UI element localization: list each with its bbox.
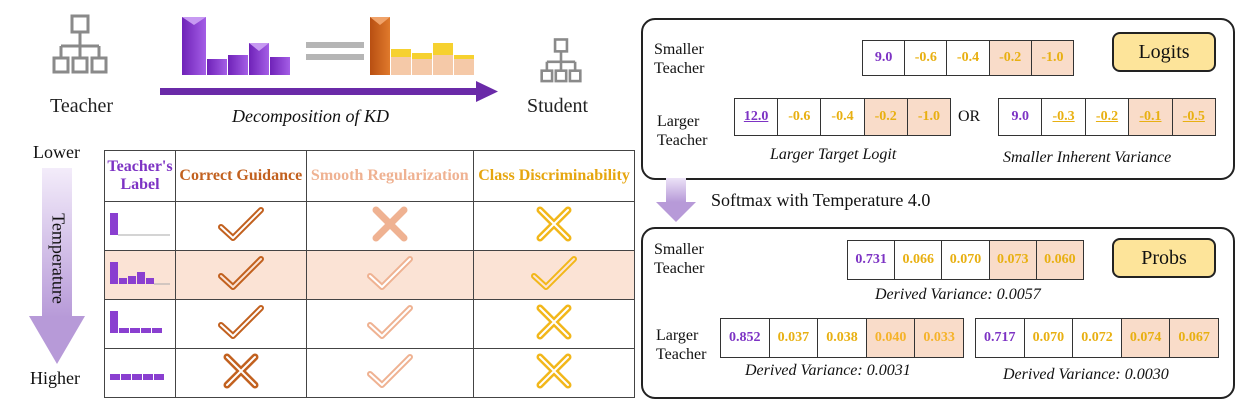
softmax-arrow	[656, 178, 696, 222]
logit-cell: -0.1	[1129, 99, 1173, 135]
probs-smaller-teacher-row: 0.731 0.066 0.070 0.073 0.060	[847, 240, 1084, 280]
logit-cell: 9.0	[999, 99, 1043, 135]
logit-cell: -1.0	[907, 99, 951, 135]
softmax-label: Softmax with Temperature 4.0	[711, 190, 931, 210]
smooth-regularization-check-icon	[305, 348, 475, 398]
prob-cell: 0.038	[818, 319, 867, 357]
logits-larger-teacher-label: Larger Teacher	[657, 113, 708, 149]
logit-cell: -0.2	[989, 41, 1032, 75]
or-label: OR	[958, 108, 981, 125]
larger-target-logit-caption: Larger Target Logit	[770, 146, 897, 163]
label-shape-uniform	[104, 348, 176, 398]
smaller-inherent-variance-caption: Smaller Inherent Variance	[1003, 149, 1172, 166]
table-row	[104, 299, 635, 349]
class-discriminability-cross-icon	[473, 299, 635, 349]
prob-cell: 0.067	[1170, 319, 1218, 357]
logit-cell: -0.5	[1172, 99, 1216, 135]
header-class-discriminability: Class Discriminability	[473, 150, 635, 202]
probs-smaller-teacher-label: Smaller Teacher	[654, 241, 705, 277]
temperature-arrow	[29, 168, 85, 364]
table-row	[104, 250, 635, 300]
table-row	[104, 348, 635, 398]
logit-cell: -0.2	[1086, 99, 1130, 135]
class-discriminability-cross-icon	[473, 201, 635, 251]
logits-smaller-teacher-label: Smaller Teacher	[654, 41, 705, 77]
logits-smaller-teacher-row: 9.0 -0.6 -0.4 -0.2 -1.0	[862, 40, 1074, 76]
probs-larger-b-row: 0.717 0.070 0.072 0.074 0.067	[975, 318, 1219, 358]
prob-cell: 0.073	[989, 241, 1037, 279]
prob-cell: 0.731	[848, 241, 896, 279]
correct-guidance-check-icon	[175, 201, 307, 251]
label-shape-peak-flat-tail	[104, 299, 176, 349]
prob-cell: 0.066	[895, 241, 943, 279]
correct-guidance-check-icon	[175, 299, 307, 349]
prob-cell: 0.852	[721, 319, 770, 357]
table-row	[104, 201, 635, 251]
correct-guidance-cross-icon	[175, 348, 307, 398]
table-header-row: Teacher's Label Correct Guidance Smooth …	[104, 150, 635, 202]
prob-cell: 0.074	[1121, 319, 1171, 357]
prob-cell: 0.072	[1073, 319, 1122, 357]
smaller-derived-variance: Derived Variance: 0.0057	[875, 286, 1041, 303]
logits-larger-target-row: 12.0 -0.6 -0.4 -0.2 -1.0	[734, 98, 951, 136]
logits-badge: Logits	[1112, 32, 1216, 72]
logit-cell: 12.0	[735, 99, 779, 135]
logit-cell: -0.6	[905, 41, 948, 75]
teacher-hierarchy-icon	[52, 14, 108, 74]
header-smooth-regularization: Smooth Regularization	[305, 150, 475, 202]
probs-larger-teacher-label: Larger Teacher	[656, 327, 707, 363]
smooth-regularization-check-icon	[305, 250, 475, 300]
correct-guidance-check-icon	[175, 250, 307, 300]
class-discriminability-check-icon	[473, 250, 635, 300]
label-shape-single-peak	[104, 201, 176, 251]
decomposed-distribution-bars	[370, 17, 474, 75]
prob-cell: 0.040	[866, 319, 916, 357]
student-label: Student	[527, 95, 589, 117]
larger-b-derived-variance: Derived Variance: 0.0030	[1003, 366, 1169, 383]
larger-a-derived-variance: Derived Variance: 0.0031	[745, 362, 911, 379]
teacher-label: Teacher	[50, 95, 113, 117]
teacher-distribution-bars	[182, 17, 290, 75]
logit-cell: -0.3	[1042, 99, 1086, 135]
prob-cell: 0.037	[770, 319, 819, 357]
temperature-label: Temperature	[48, 213, 69, 304]
smooth-regularization-cross-icon	[305, 201, 475, 251]
logit-cell: -0.2	[864, 99, 908, 135]
student-hierarchy-icon	[540, 38, 582, 83]
probs-larger-a-row: 0.852 0.037 0.038 0.040 0.033	[720, 318, 964, 358]
prob-cell: 0.717	[976, 319, 1025, 357]
prob-cell: 0.070	[942, 241, 990, 279]
label-shape-peak-with-tail	[104, 250, 176, 300]
header-correct-guidance: Correct Guidance	[175, 150, 307, 202]
prob-cell: 0.033	[915, 319, 963, 357]
probs-badge: Probs	[1112, 238, 1216, 278]
smooth-regularization-check-icon	[305, 299, 475, 349]
logit-cell: -0.6	[778, 99, 822, 135]
prob-cell: 0.060	[1036, 241, 1084, 279]
decomposition-arrow	[160, 81, 498, 102]
kd-property-table: Teacher's Label Correct Guidance Smooth …	[104, 150, 635, 398]
equals-sign	[306, 42, 364, 60]
header-teachers-label: Teacher's Label	[104, 150, 176, 202]
lower-label: Lower	[33, 142, 80, 162]
logit-cell: 9.0	[863, 41, 906, 75]
logit-cell: -1.0	[1031, 41, 1074, 75]
logit-cell: -0.4	[947, 41, 990, 75]
logits-larger-variance-row: 9.0 -0.3 -0.2 -0.1 -0.5	[998, 98, 1216, 136]
prob-cell: 0.070	[1025, 319, 1074, 357]
class-discriminability-cross-icon	[473, 348, 635, 398]
higher-label: Higher	[30, 368, 80, 388]
decomposition-caption: Decomposition of KD	[232, 106, 389, 126]
logit-cell: -0.4	[821, 99, 865, 135]
